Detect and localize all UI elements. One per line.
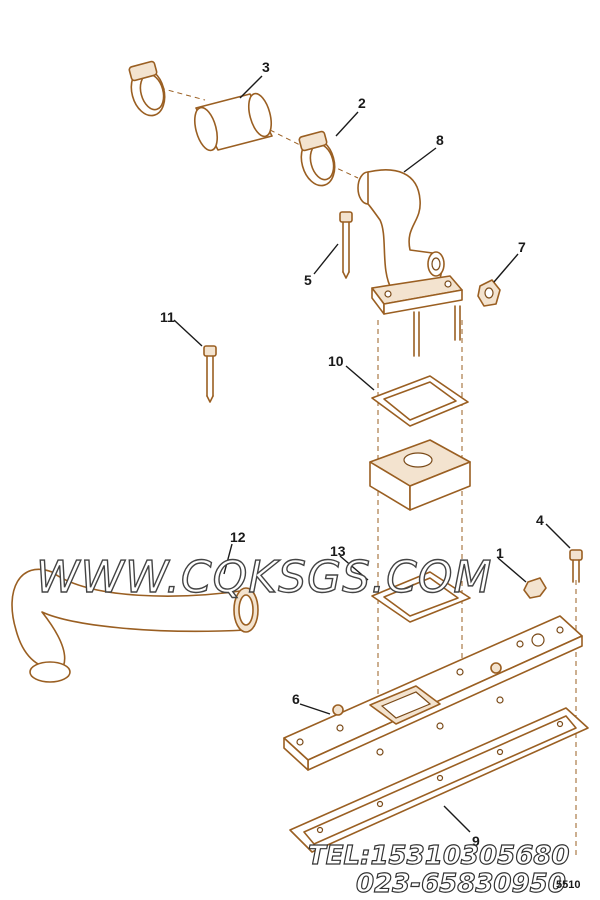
callout-9: 9 (472, 833, 480, 849)
callout-7: 7 (518, 239, 526, 255)
callout-5: 5 (304, 272, 312, 288)
part-plug-1 (523, 577, 547, 599)
callout-6: 6 (292, 691, 300, 707)
part-elbow-outlet (357, 169, 463, 357)
part-gasket-13 (371, 571, 471, 623)
part-capscrew-5 (339, 211, 353, 279)
callout-12: 12 (230, 529, 246, 545)
callout-3: 3 (262, 59, 270, 75)
part-nut-7 (477, 279, 501, 307)
part-capscrew-11 (203, 345, 217, 403)
watermark-tel: TEL:15310305680 (308, 841, 569, 871)
part-hose-clamp-left (128, 60, 166, 117)
callout-4: 4 (536, 512, 544, 528)
callout-11: 11 (160, 309, 175, 325)
part-gasket-10 (371, 375, 469, 427)
callout-leaders (173, 75, 571, 833)
callout-numbers: 3 2 8 5 7 11 10 4 12 13 1 6 9 (160, 59, 544, 849)
callout-1: 1 (496, 545, 504, 561)
callout-13: 13 (330, 543, 346, 559)
watermark-phone: 023-65830950 (356, 869, 566, 899)
callout-8: 8 (436, 132, 444, 148)
callout-10: 10 (328, 353, 344, 369)
corner-code: 5510 (556, 879, 580, 891)
callout-2: 2 (358, 95, 366, 111)
part-capscrew-4 (569, 549, 583, 583)
part-gasket-9 (289, 707, 589, 853)
part-spacer-block (369, 439, 471, 511)
part-cover-plate (283, 615, 583, 771)
part-hose-sleeve (193, 92, 273, 152)
watermark-website: WWW.CQKSGS.COM (36, 552, 492, 603)
part-elbow-hose (11, 568, 259, 683)
part-hose-clamp-2 (298, 130, 336, 187)
